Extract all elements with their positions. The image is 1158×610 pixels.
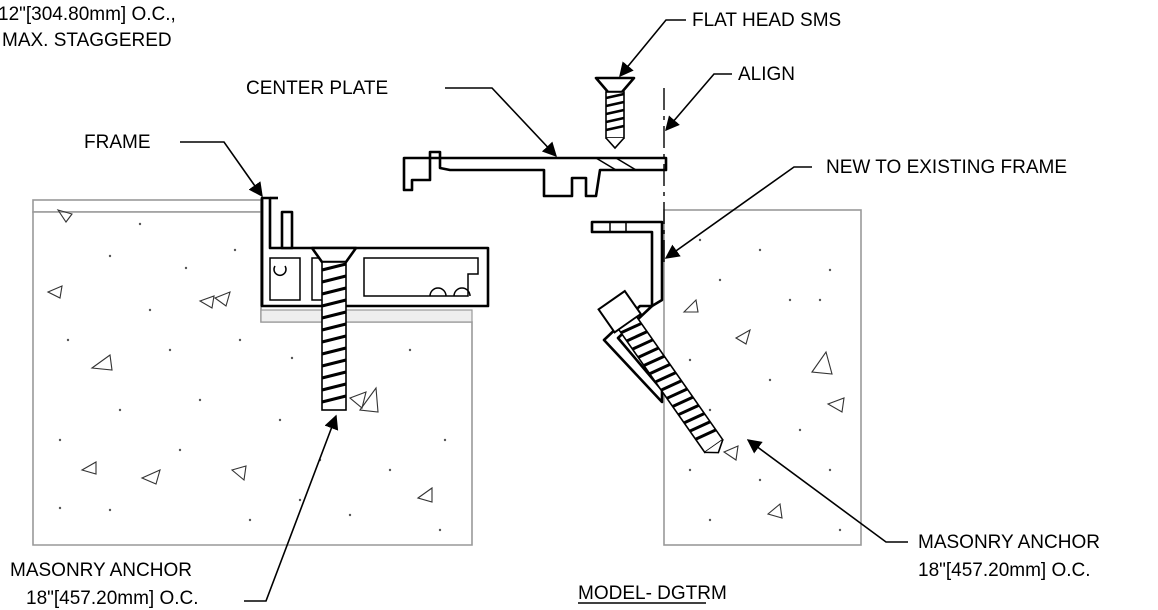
frame-label: FRAME [84,132,151,153]
right-anchor-label-line2: 18"[457.20mm] O.C. [918,560,1091,581]
leader-lines [180,19,908,602]
center-plate [402,150,668,198]
right-concrete-slab [663,209,862,546]
right-anchor-leader [746,439,908,543]
left-masonry-anchor [321,261,347,411]
left-slab-cap [32,199,262,213]
left-slab-shim [260,309,473,323]
right-anchor-label-line1: MASONRY ANCHOR [918,532,1100,553]
frame-leader [180,141,263,198]
align-leader [665,73,732,132]
center-plate-leader [445,87,557,158]
spacing-note-line1: 12"[304.80mm] O.C., [0,4,176,25]
model-title: MODEL- DGTRM [578,583,727,604]
right-masonry-anchor [597,289,724,454]
flat-head-sms-label: FLAT HEAD SMS [692,10,841,31]
right-slab-body [663,209,862,546]
flat-head-screw [594,76,636,150]
left-anchor-label-line1: MASONRY ANCHOR [10,560,192,581]
center-plate-label: CENTER PLATE [246,78,388,99]
new-to-existing-label: NEW TO EXISTING FRAME [826,157,1067,178]
new-to-existing-leader [664,166,812,259]
flat-head-sms-leader [619,19,686,78]
left-anchor-leader [244,414,339,602]
left-anchor-label-line2: 18"[457.20mm] O.C. [26,588,199,609]
align-label: ALIGN [738,64,795,85]
spacing-note-line2: MAX. STAGGERED [2,30,172,51]
left-frame-extrusion [260,196,490,308]
